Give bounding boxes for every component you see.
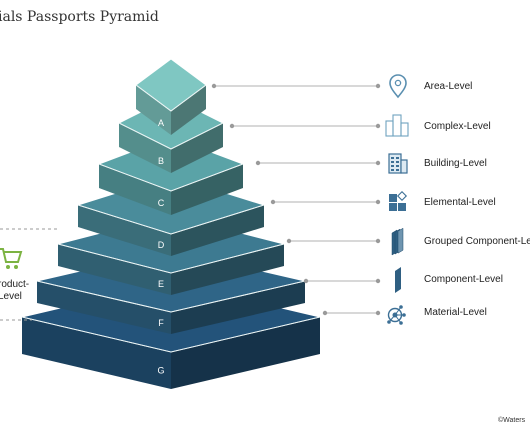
connector-dot [229, 123, 235, 129]
tier-left-face [37, 281, 171, 334]
level-label-complex: Complex-Level [424, 121, 491, 132]
tier-left-face [119, 123, 171, 173]
level-label-elemental: Elemental-Level [424, 197, 496, 208]
tier-edge-line [77, 204, 265, 235]
connector-dot [375, 123, 381, 129]
tier-edge-line [36, 280, 306, 313]
tier-right-face [171, 205, 264, 256]
connector-dot [322, 310, 328, 316]
tier-letter-f: F [158, 318, 164, 328]
connector-dot [375, 199, 381, 205]
level-label-component: Component-Level [424, 274, 503, 285]
connector-dot [270, 199, 276, 205]
level-label-grouped-component: Grouped Component-Lev [424, 236, 530, 247]
tier-letter-d: D [158, 240, 165, 250]
tier-left-face [136, 85, 171, 135]
pyramid-tiers: G F E D C B A [21, 58, 321, 389]
level-label-area: Area-Level [424, 81, 473, 92]
connector-dot [211, 83, 217, 89]
tier-right-face [171, 123, 223, 173]
location-pin-icon [389, 74, 407, 99]
tier-right-face [171, 85, 206, 135]
tier-left-face [78, 205, 171, 256]
product-level-group [0, 228, 60, 321]
connector-dot [286, 238, 292, 244]
tier-letter-b: B [158, 156, 164, 166]
tier-right-face [171, 281, 305, 334]
material-network-icon [387, 305, 406, 325]
tier-edge-line [21, 316, 321, 353]
connector-dot [375, 278, 381, 284]
tier-edge-line [118, 122, 224, 150]
single-panel-icon [395, 267, 401, 293]
tier-letter-c: C [158, 198, 165, 208]
tier-letter-g: G [157, 366, 164, 376]
tier-left-face [58, 244, 171, 295]
tier-left-face [22, 317, 171, 389]
shopping-cart-icon [0, 248, 23, 269]
tier-right-face [171, 164, 243, 215]
product-level-label-line2: Level [0, 291, 22, 302]
connector-dot [375, 160, 381, 166]
tier-letter-a: A [158, 118, 164, 128]
diagram-title: ials Passports Pyramid [0, 9, 159, 25]
tier-letter-e: E [158, 279, 164, 289]
connector-dot [303, 278, 309, 284]
level-label-building: Building-Level [424, 158, 487, 169]
tier-edge-line [57, 243, 285, 274]
level-icons [385, 74, 409, 325]
complex-buildings-icon [385, 114, 409, 137]
building-icon [388, 153, 408, 174]
tier-right-face [171, 244, 284, 295]
elements-blocks-icon [389, 190, 408, 211]
connector-dot [255, 160, 261, 166]
copyright-notice: ©Waters [498, 417, 526, 424]
connector-dot [375, 238, 381, 244]
tier-a: A [135, 58, 207, 135]
connector-dot [375, 83, 381, 89]
product-level-label-line1: roduct- [0, 279, 30, 290]
grouped-panels-icon [391, 227, 404, 256]
connectors [211, 83, 381, 316]
level-label-material: Material-Level [424, 307, 487, 318]
connector-dot [375, 310, 381, 316]
tier-left-face [99, 164, 171, 215]
tier-right-face [171, 317, 320, 389]
tier-edge-line [135, 84, 207, 112]
tier-edge-line [98, 163, 244, 192]
